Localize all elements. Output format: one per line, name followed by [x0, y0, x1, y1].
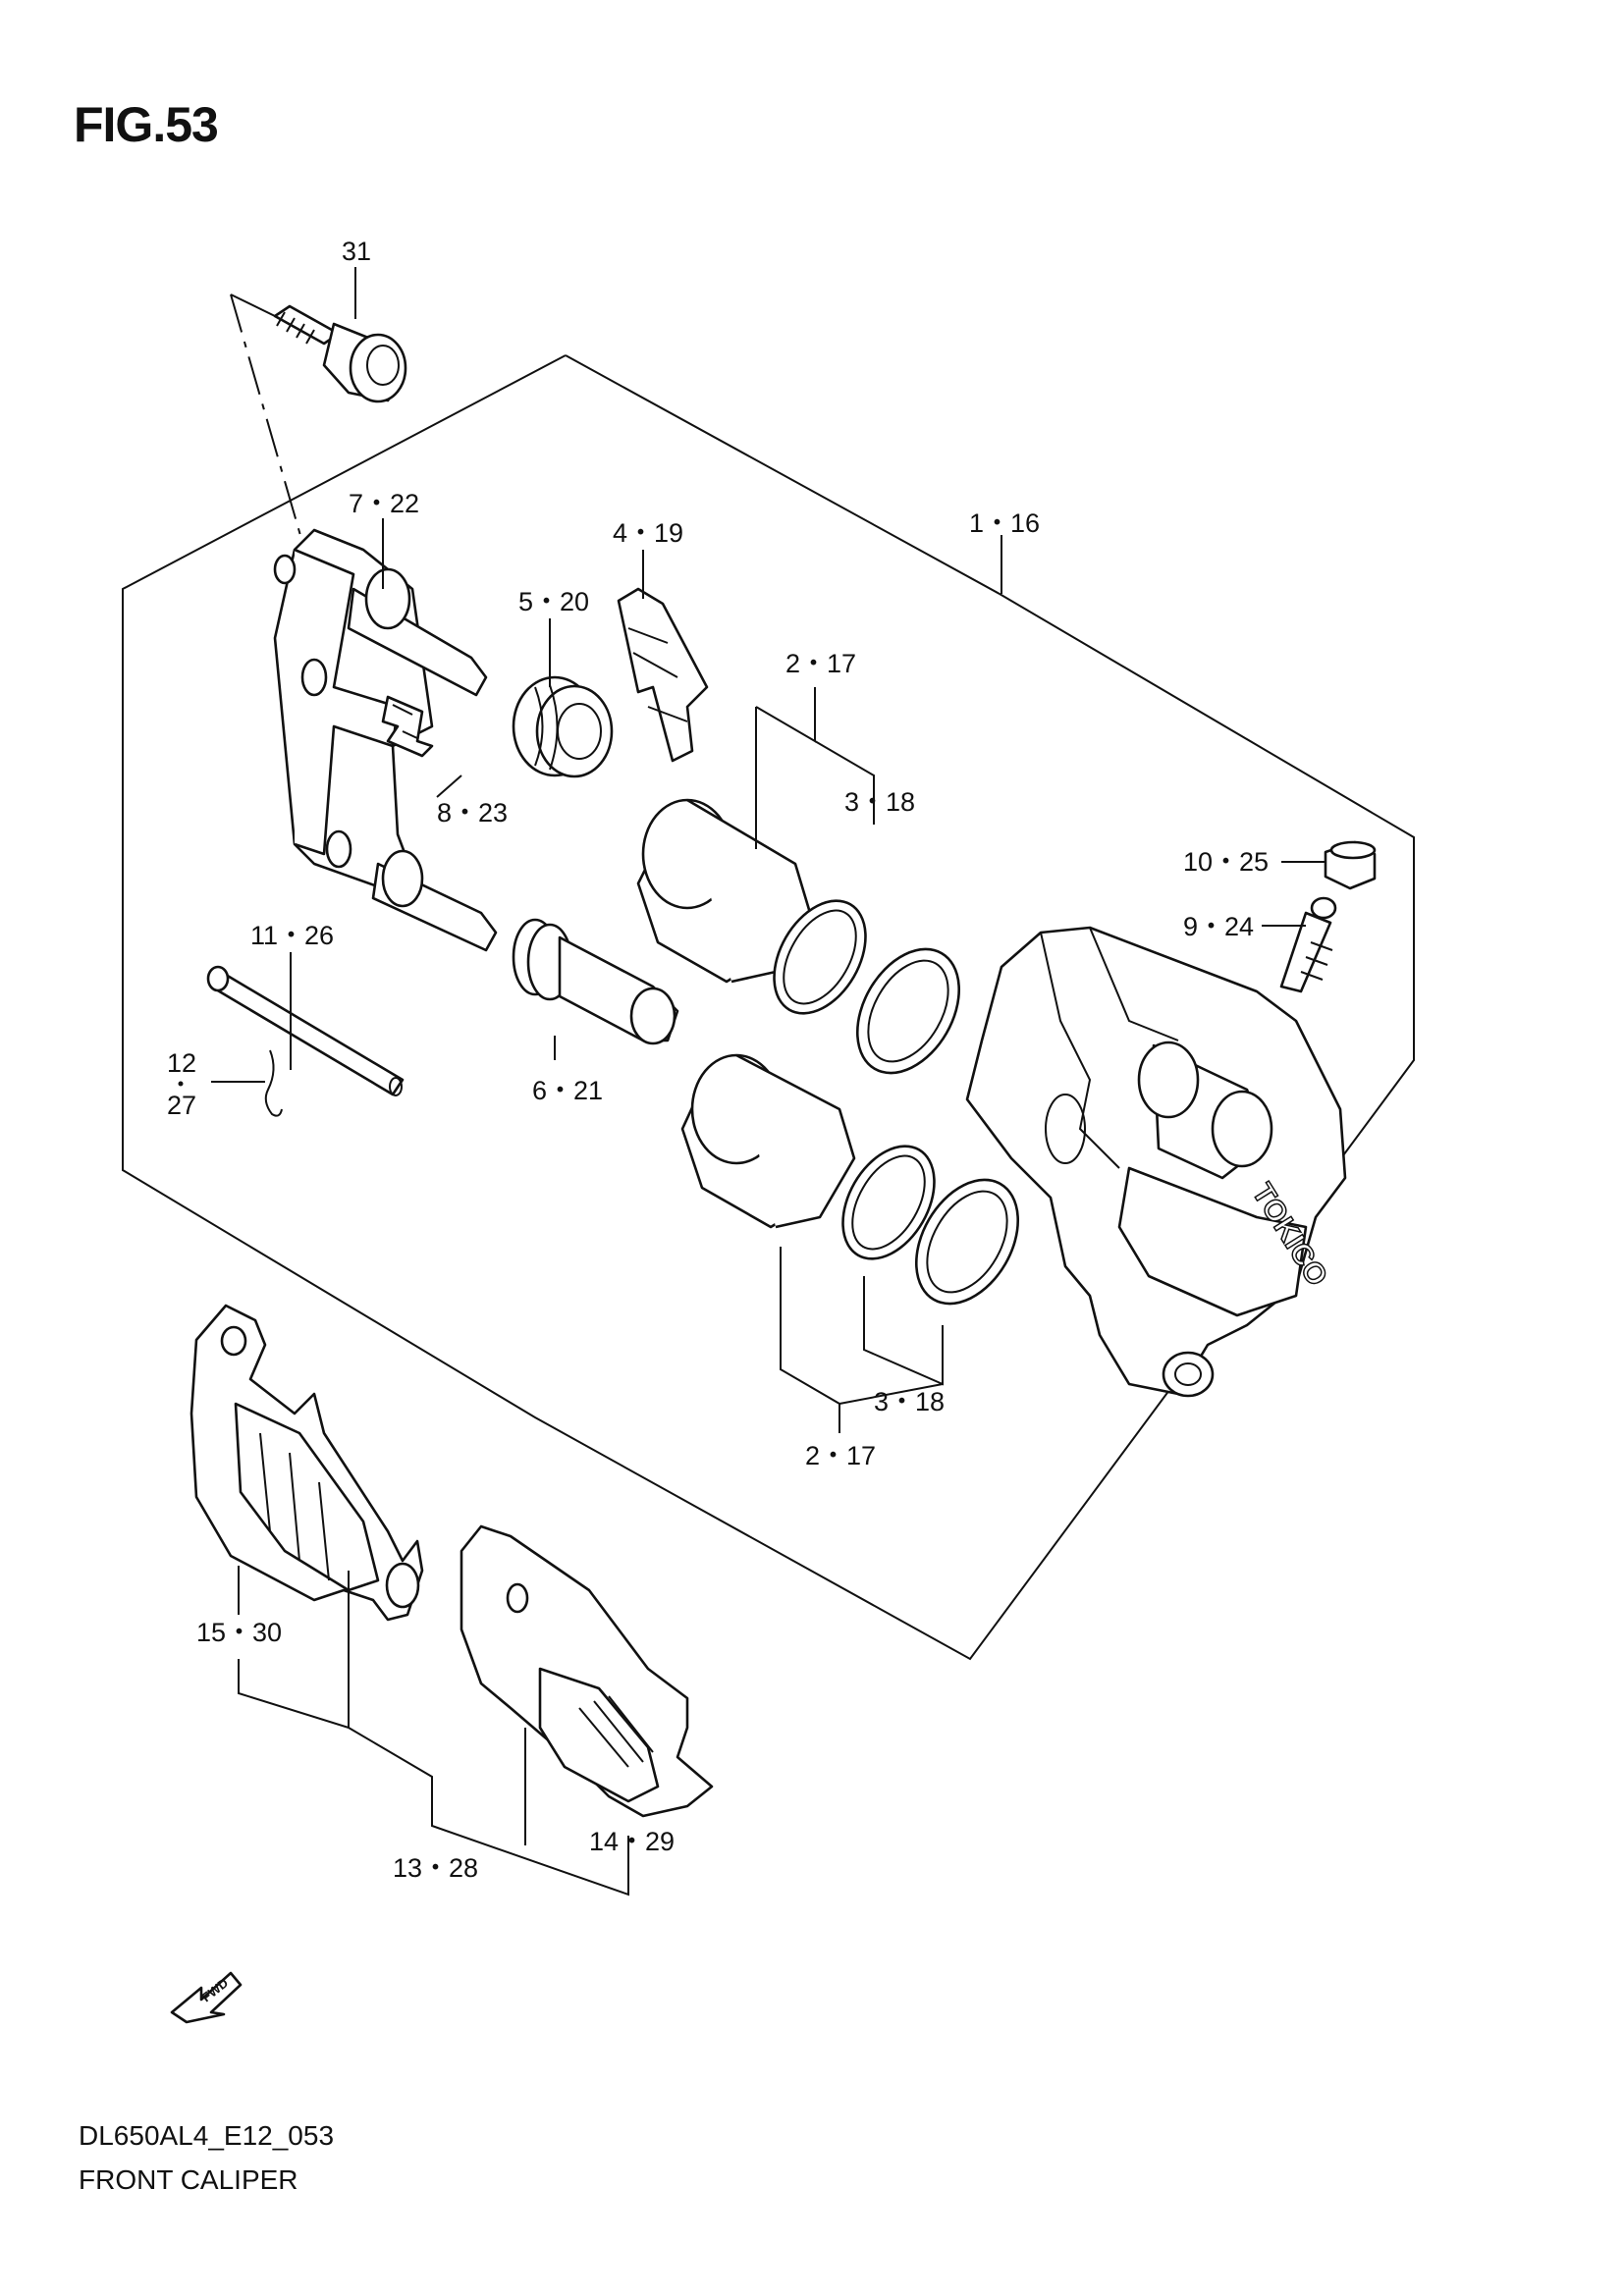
callout-2-17-top: 2・17: [785, 649, 856, 678]
pad-spring-part: [617, 587, 709, 763]
brake-pad-inner-part: [460, 1524, 714, 1818]
callout-27: 27: [167, 1091, 196, 1120]
assembly-outline: [122, 354, 1415, 1661]
callout-8-23: 8・23: [437, 798, 508, 828]
callout-2-17-bottom: 2・17: [805, 1441, 876, 1470]
callout-14-29: 14・29: [589, 1827, 675, 1856]
callout-9-24: 9・24: [1183, 912, 1254, 941]
bleeder-screw-part: [1279, 896, 1337, 993]
callout-3-18-top: 3・18: [844, 787, 915, 817]
callout-labels: 31 7・22 4・19 1・16 5・20 2・17 3・18 8・23 10…: [167, 237, 1269, 1883]
upper-piston-seal-part: [773, 899, 867, 1015]
upper-dust-seal-part: [855, 947, 961, 1075]
figure-title: FIG.53: [74, 97, 219, 152]
caliper-bracket-part: [273, 528, 498, 952]
callout-4-19: 4・19: [613, 518, 683, 548]
callout-13-28: 13・28: [393, 1853, 478, 1883]
upper-piston-part: [636, 798, 812, 984]
forward-direction-arrow: FWD: [170, 1971, 243, 2024]
lower-piston-seal-part: [841, 1145, 936, 1260]
figure-code: DL650AL4_E12_053: [79, 2120, 335, 2151]
figure-name: FRONT CALIPER: [79, 2164, 298, 2195]
pad-mounting-pin-part: [206, 965, 405, 1096]
piston-guide-boot-part: [512, 918, 679, 1045]
callout-1-16: 1・16: [969, 508, 1040, 538]
mounting-bolt-part: [273, 304, 407, 403]
dust-boot-part: [512, 675, 614, 778]
caliper-body-part: TOKICO: [965, 926, 1347, 1398]
brake-pad-outer-part: [189, 1304, 424, 1622]
callout-12: 12: [167, 1048, 196, 1078]
leader-lines: [211, 267, 1325, 1896]
callout-5-20: 5・20: [518, 587, 589, 616]
callout-10-25: 10・25: [1183, 847, 1269, 877]
bleeder-cap-part: [1324, 840, 1377, 890]
lower-piston-part: [680, 1053, 856, 1229]
callout-15-30: 15・30: [196, 1618, 282, 1647]
callout-31: 31: [342, 237, 371, 266]
callout-3-18-bottom: 3・18: [874, 1387, 945, 1416]
pad-clip-part: [381, 695, 434, 758]
pin-clip-part: [264, 1049, 283, 1117]
callout-7-22: 7・22: [349, 489, 419, 518]
lower-dust-seal-part: [914, 1178, 1020, 1306]
callout-11-26: 11・26: [250, 921, 334, 950]
callout-dot-12-27: [178, 1081, 184, 1087]
callout-6-21: 6・21: [532, 1076, 603, 1105]
